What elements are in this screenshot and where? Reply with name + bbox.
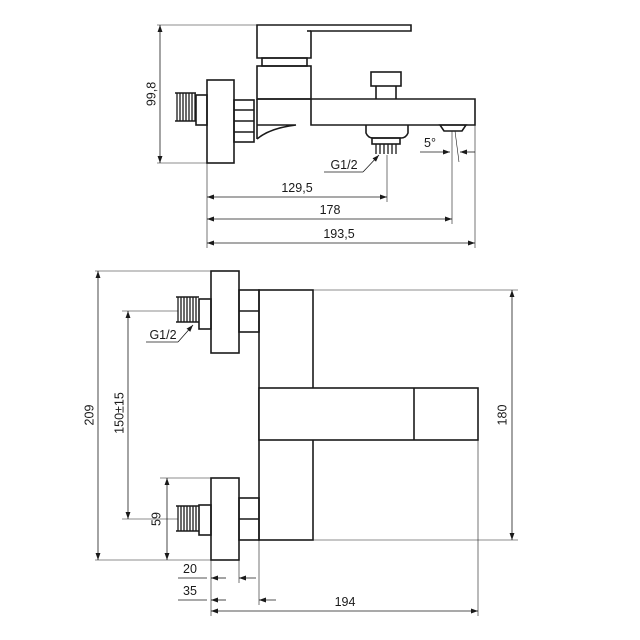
outlet-thread-callout: G1/2 [324,154,380,173]
dim-center-distance: 150±15 [112,310,178,520]
dim-bottom-horizontal: 20 35 194 [178,440,479,616]
dim-total-width: 209 [82,270,211,561]
top-view-body [176,270,479,561]
dim-total-label: 193,5 [323,227,354,241]
dim-height: 99,8 [144,24,257,164]
dim-depth-label: 194 [335,595,356,609]
inlet-thread-label: G1/2 [149,328,176,342]
dim-offset-20-label: 20 [183,562,197,576]
dim-handle-length: 180 [313,289,518,541]
dim-connector-width-label: 59 [149,512,163,526]
top-view: G1/2 209 150±15 59 180 [82,270,518,616]
side-view: 99,8 G1/2 5° 129,5 178 193,5 [144,24,476,248]
dim-center-distance-label: 150±15 [112,392,126,434]
dim-spout-label: 178 [320,203,341,217]
dim-handle-length-label: 180 [495,405,509,426]
dim-angle-label: 5° [424,136,436,150]
outlet-thread-label: G1/2 [330,158,357,172]
dim-horizontal: 129,5 178 193,5 [206,125,476,248]
dim-angle: 5° [420,130,475,163]
dim-connector-width: 59 [149,477,211,560]
dim-total-width-label: 209 [82,405,96,426]
inlet-thread-callout: G1/2 [146,324,194,343]
dim-outlet-label: 129,5 [281,181,312,195]
dim-offset-35-label: 35 [183,584,197,598]
dim-height-label: 99,8 [144,82,158,106]
